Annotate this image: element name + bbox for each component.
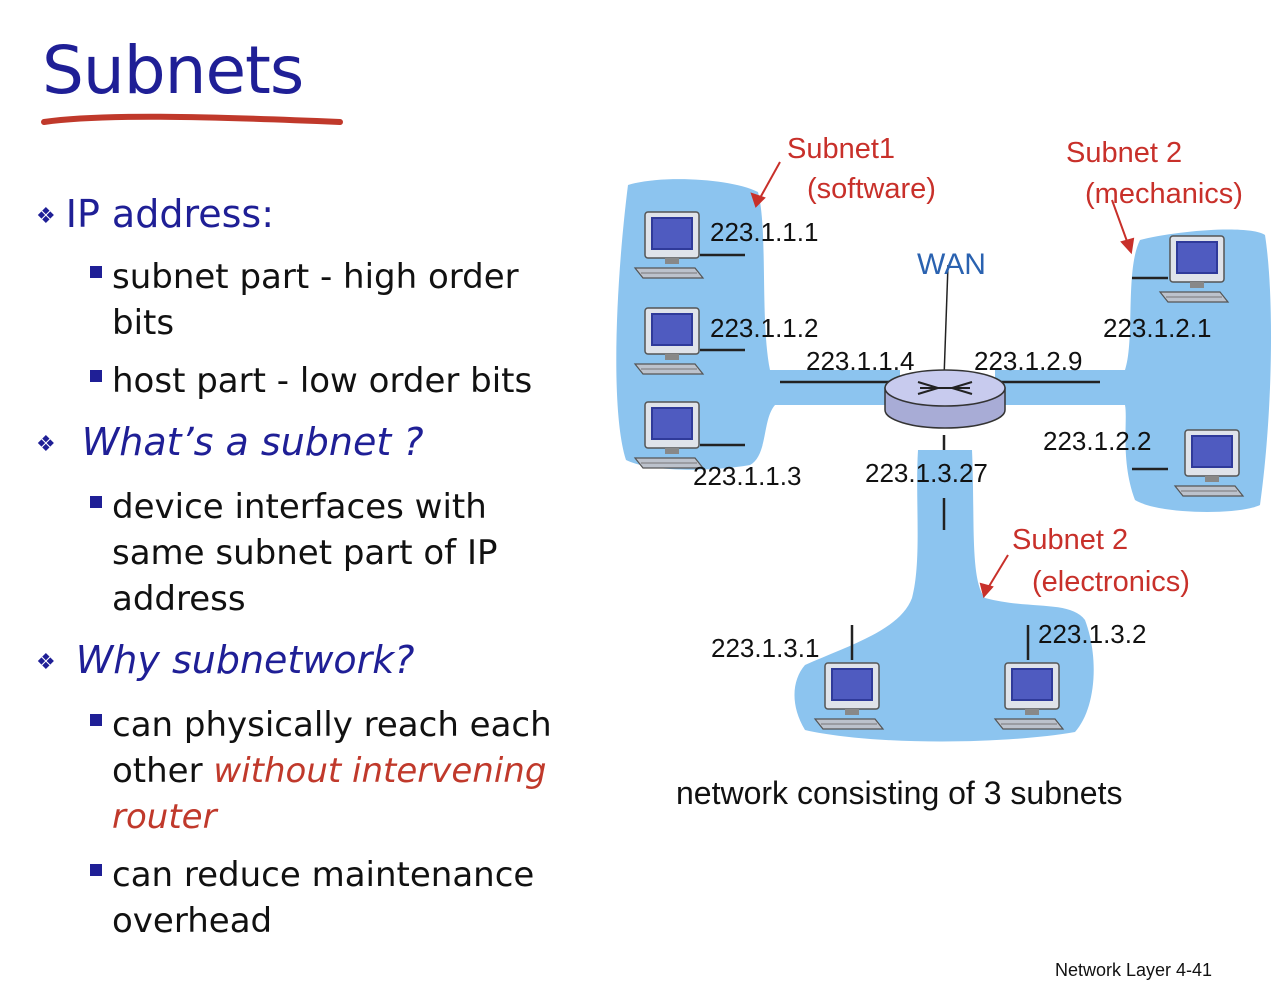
diamond-bullet-icon: ❖: [36, 204, 56, 229]
ip-label-223-1-2-9: 223.1.2.9: [974, 346, 1083, 376]
subnet1-desc-label: (software): [807, 173, 936, 205]
host-computer-icon: [634, 307, 704, 375]
subnet3-desc-label: (electronics): [1032, 566, 1190, 598]
ip-label-223-1-3-2: 223.1.3.2: [1038, 619, 1147, 649]
diamond-bullet-icon: ❖: [36, 432, 56, 457]
sub-bullet-physically-reach: can physically reach each other without …: [90, 702, 552, 840]
bullet-whats-subnet: ❖What’s a subnet ?: [36, 420, 424, 464]
square-bullet-icon: [90, 714, 102, 726]
network-diagram: [616, 161, 1272, 742]
ip-label-223-1-2-1: 223.1.2.1: [1103, 313, 1212, 343]
sub-bullet-reduce-maintenance: can reduce maintenance overhead: [90, 852, 534, 944]
subnet1-name-label: Subnet1: [787, 133, 896, 165]
ip-label-223-1-1-1: 223.1.1.1: [710, 217, 819, 247]
slide-title: Subnets: [42, 32, 304, 109]
ip-label-223-1-1-2: 223.1.1.2: [710, 313, 819, 343]
host-computer-icon: [994, 662, 1064, 730]
ip-label-223-1-2-2: 223.1.2.2: [1043, 426, 1152, 456]
sub-bullet-device-interfaces: device interfaces with same subnet part …: [90, 484, 498, 622]
sub-bullet-host-part: host part - low order bits: [90, 358, 532, 404]
ip-label-223-1-3-27: 223.1.3.27: [865, 458, 988, 488]
router-icon: [884, 369, 1006, 429]
ip-label-223-1-1-3: 223.1.1.3: [693, 461, 802, 491]
diamond-bullet-icon: ❖: [36, 650, 56, 675]
square-bullet-icon: [90, 370, 102, 382]
wan-label: WAN: [917, 248, 986, 281]
host-computer-icon: [1159, 235, 1229, 303]
bullet-ip-address: ❖IP address:: [36, 192, 275, 236]
slide-footer: Network Layer 4-41: [1055, 960, 1213, 980]
host-computer-icon: [634, 211, 704, 279]
host-computer-icon: [1174, 429, 1244, 497]
bullet-why-subnetwork: ❖Why subnetwork?: [36, 638, 415, 682]
ip-label-223-1-1-4: 223.1.1.4: [806, 346, 915, 376]
title-underline: [41, 113, 343, 125]
subnet2-name-label: Subnet 2: [1066, 137, 1183, 169]
square-bullet-icon: [90, 864, 102, 876]
host-computer-icon: [634, 401, 704, 469]
host-computer-icon: [814, 662, 884, 730]
subnet-label-arrows: [750, 161, 1135, 599]
subnet3-name-label: Subnet 2: [1012, 524, 1129, 556]
ip-label-223-1-3-1: 223.1.3.1: [711, 633, 820, 663]
square-bullet-icon: [90, 496, 102, 508]
square-bullet-icon: [90, 266, 102, 278]
sub-bullet-subnet-part: subnet part - high order bits: [90, 254, 519, 346]
subnet2-desc-label: (mechanics): [1085, 178, 1243, 210]
bullet-list: ❖IP address: subnet part - high order bi…: [0, 0, 620, 978]
diagram-caption: network consisting of 3 subnets: [676, 775, 1123, 811]
